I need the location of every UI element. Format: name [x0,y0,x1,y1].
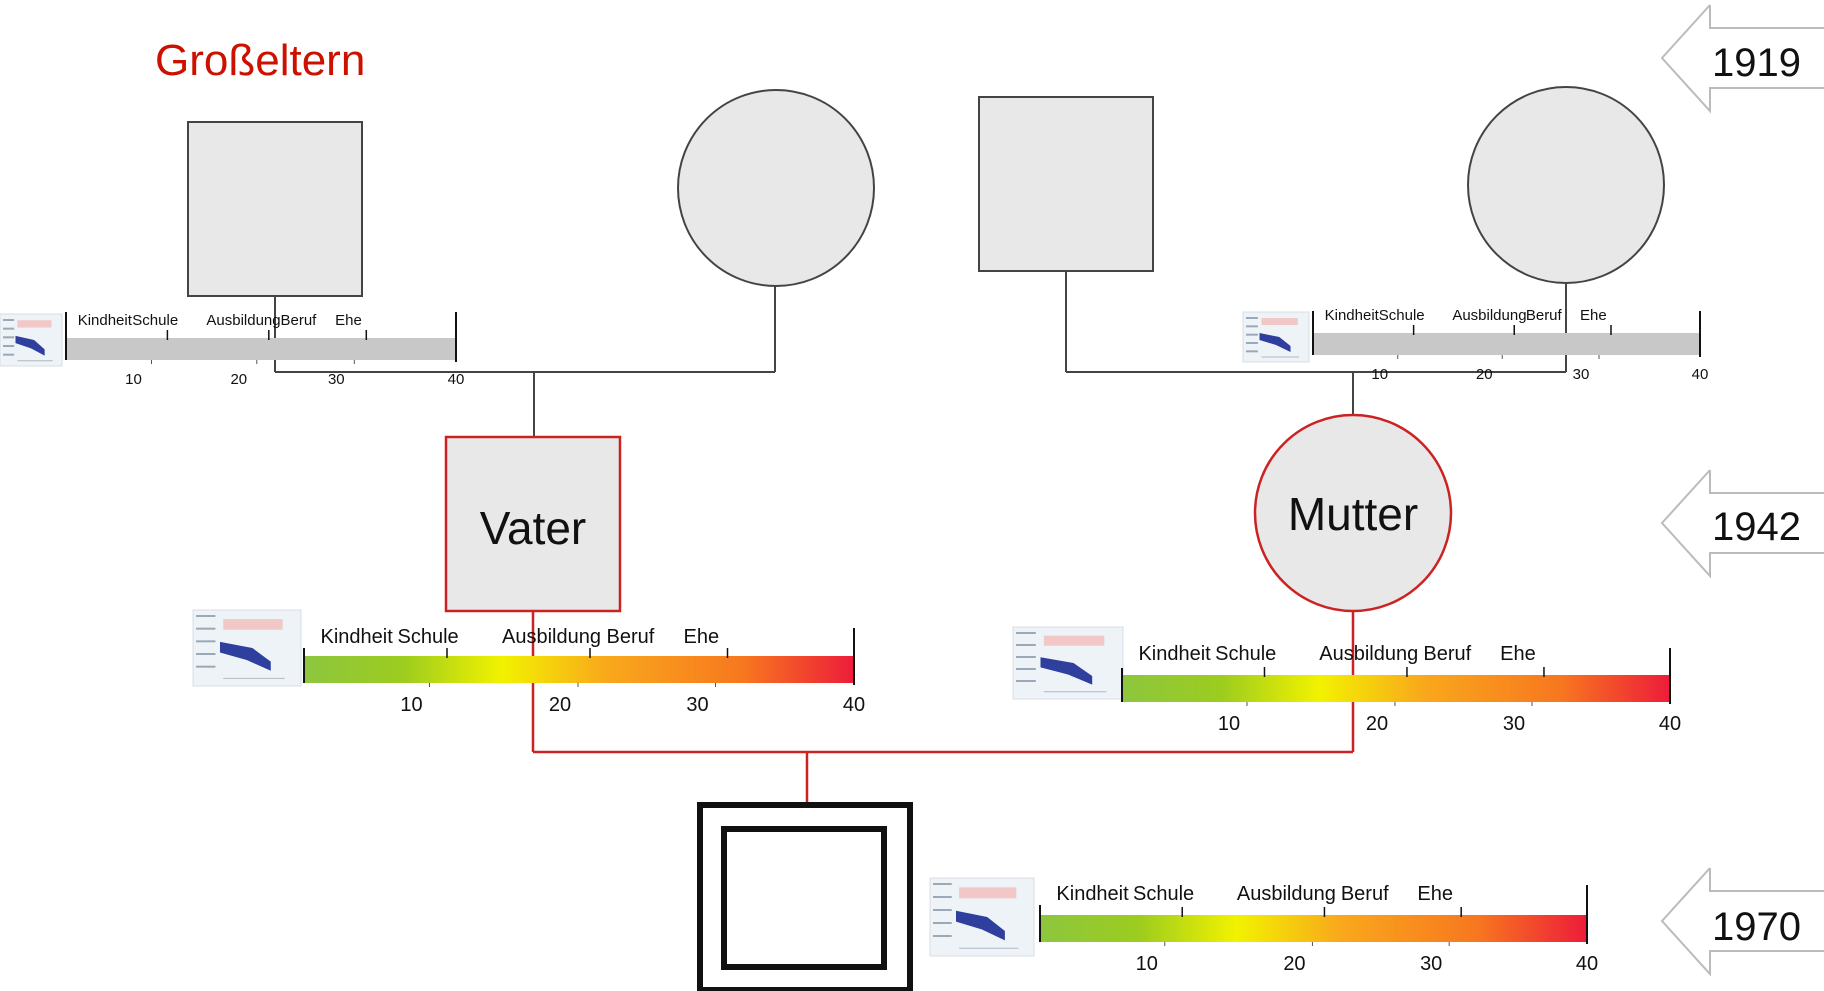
phase-label: Schule [1133,883,1194,905]
age-label: 30 [686,694,708,716]
phase-label: Schule [132,312,178,329]
age-label: 40 [843,694,865,716]
phase-label: Kindheit [78,312,133,329]
phase-label: Kindheit [321,626,394,648]
age-label: 40 [1659,713,1681,735]
phase-label: Ausbildung [1319,643,1418,665]
phase-label: Ehe [684,626,720,648]
phase-label: Ehe [1500,643,1536,665]
paternal-grandparents-lines [274,286,776,437]
phase-label: Kindheit [1138,643,1211,665]
phase-label: Ausbildung [206,312,280,329]
age-label: 20 [1476,366,1493,383]
age-label: 30 [328,371,345,388]
age-label: 40 [448,371,465,388]
mother-label: Mutter [1288,488,1418,540]
maternal-grandparents-lines [1065,271,1567,414]
page-title: Großeltern [155,36,365,85]
life-bar [304,656,854,683]
phase-label: Beruf [281,312,318,329]
phase-label: Schule [398,626,459,648]
gantt-chart-icon [1012,626,1124,700]
phase-label: Ehe [335,312,362,329]
mother-node[interactable] [1253,413,1453,613]
age-label: 20 [230,371,247,388]
gantt-chart-icon [192,609,302,687]
age-label: 20 [1283,953,1305,975]
age-label: 30 [1503,713,1525,735]
child-node-inner [721,826,887,970]
age-label: 40 [1692,366,1709,383]
gantt-chart-icon [929,877,1035,957]
phase-label: Ausbildung [1452,307,1526,324]
phase-label: Schule [1379,307,1425,324]
year-label-1942: 1942 [1712,505,1801,549]
age-label: 40 [1576,953,1598,975]
phase-label: Kindheit [1056,883,1129,905]
age-label: 20 [549,694,571,716]
maternal-grandfather-node[interactable] [978,96,1154,272]
phase-label: Beruf [1341,883,1389,905]
age-label: 10 [400,694,422,716]
gantt-chart-icon [0,313,63,367]
phase-label: Kindheit [1325,307,1380,324]
paternal-grandmother-node[interactable] [677,89,875,287]
year-label-1919: 1919 [1712,41,1801,85]
year-marker-1942: 1942 [1660,469,1824,579]
phase-label: Ehe [1580,307,1607,324]
gantt-chart-icon [1242,311,1310,363]
age-label: 30 [1420,953,1442,975]
age-label: 10 [1136,953,1158,975]
maternal-grandmother-node[interactable] [1467,86,1665,284]
phase-label: Beruf [1423,643,1471,665]
father-label: Vater [480,502,587,554]
age-label: 10 [1371,366,1388,383]
phase-label: Beruf [1526,307,1563,324]
life-bar [1313,333,1700,355]
life-bar [1122,675,1670,702]
age-label: 10 [125,371,142,388]
father-node[interactable] [444,435,622,613]
paternal-grandfather-node[interactable] [187,121,363,297]
year-marker-1919: 1919 [1660,4,1824,114]
life-bar [66,338,456,360]
age-label: 10 [1218,713,1240,735]
year-label-1970: 1970 [1712,905,1801,949]
phase-label: Ausbildung [1237,883,1336,905]
phase-label: Ehe [1417,883,1453,905]
year-marker-1970: 1970 [1660,867,1824,977]
phase-label: Schule [1215,643,1276,665]
phase-label: Beruf [607,626,655,648]
life-bar [1040,915,1587,942]
parents-child-lines [531,610,1355,802]
phase-label: Ausbildung [502,626,601,648]
age-label: 30 [1573,366,1590,383]
age-label: 20 [1366,713,1388,735]
